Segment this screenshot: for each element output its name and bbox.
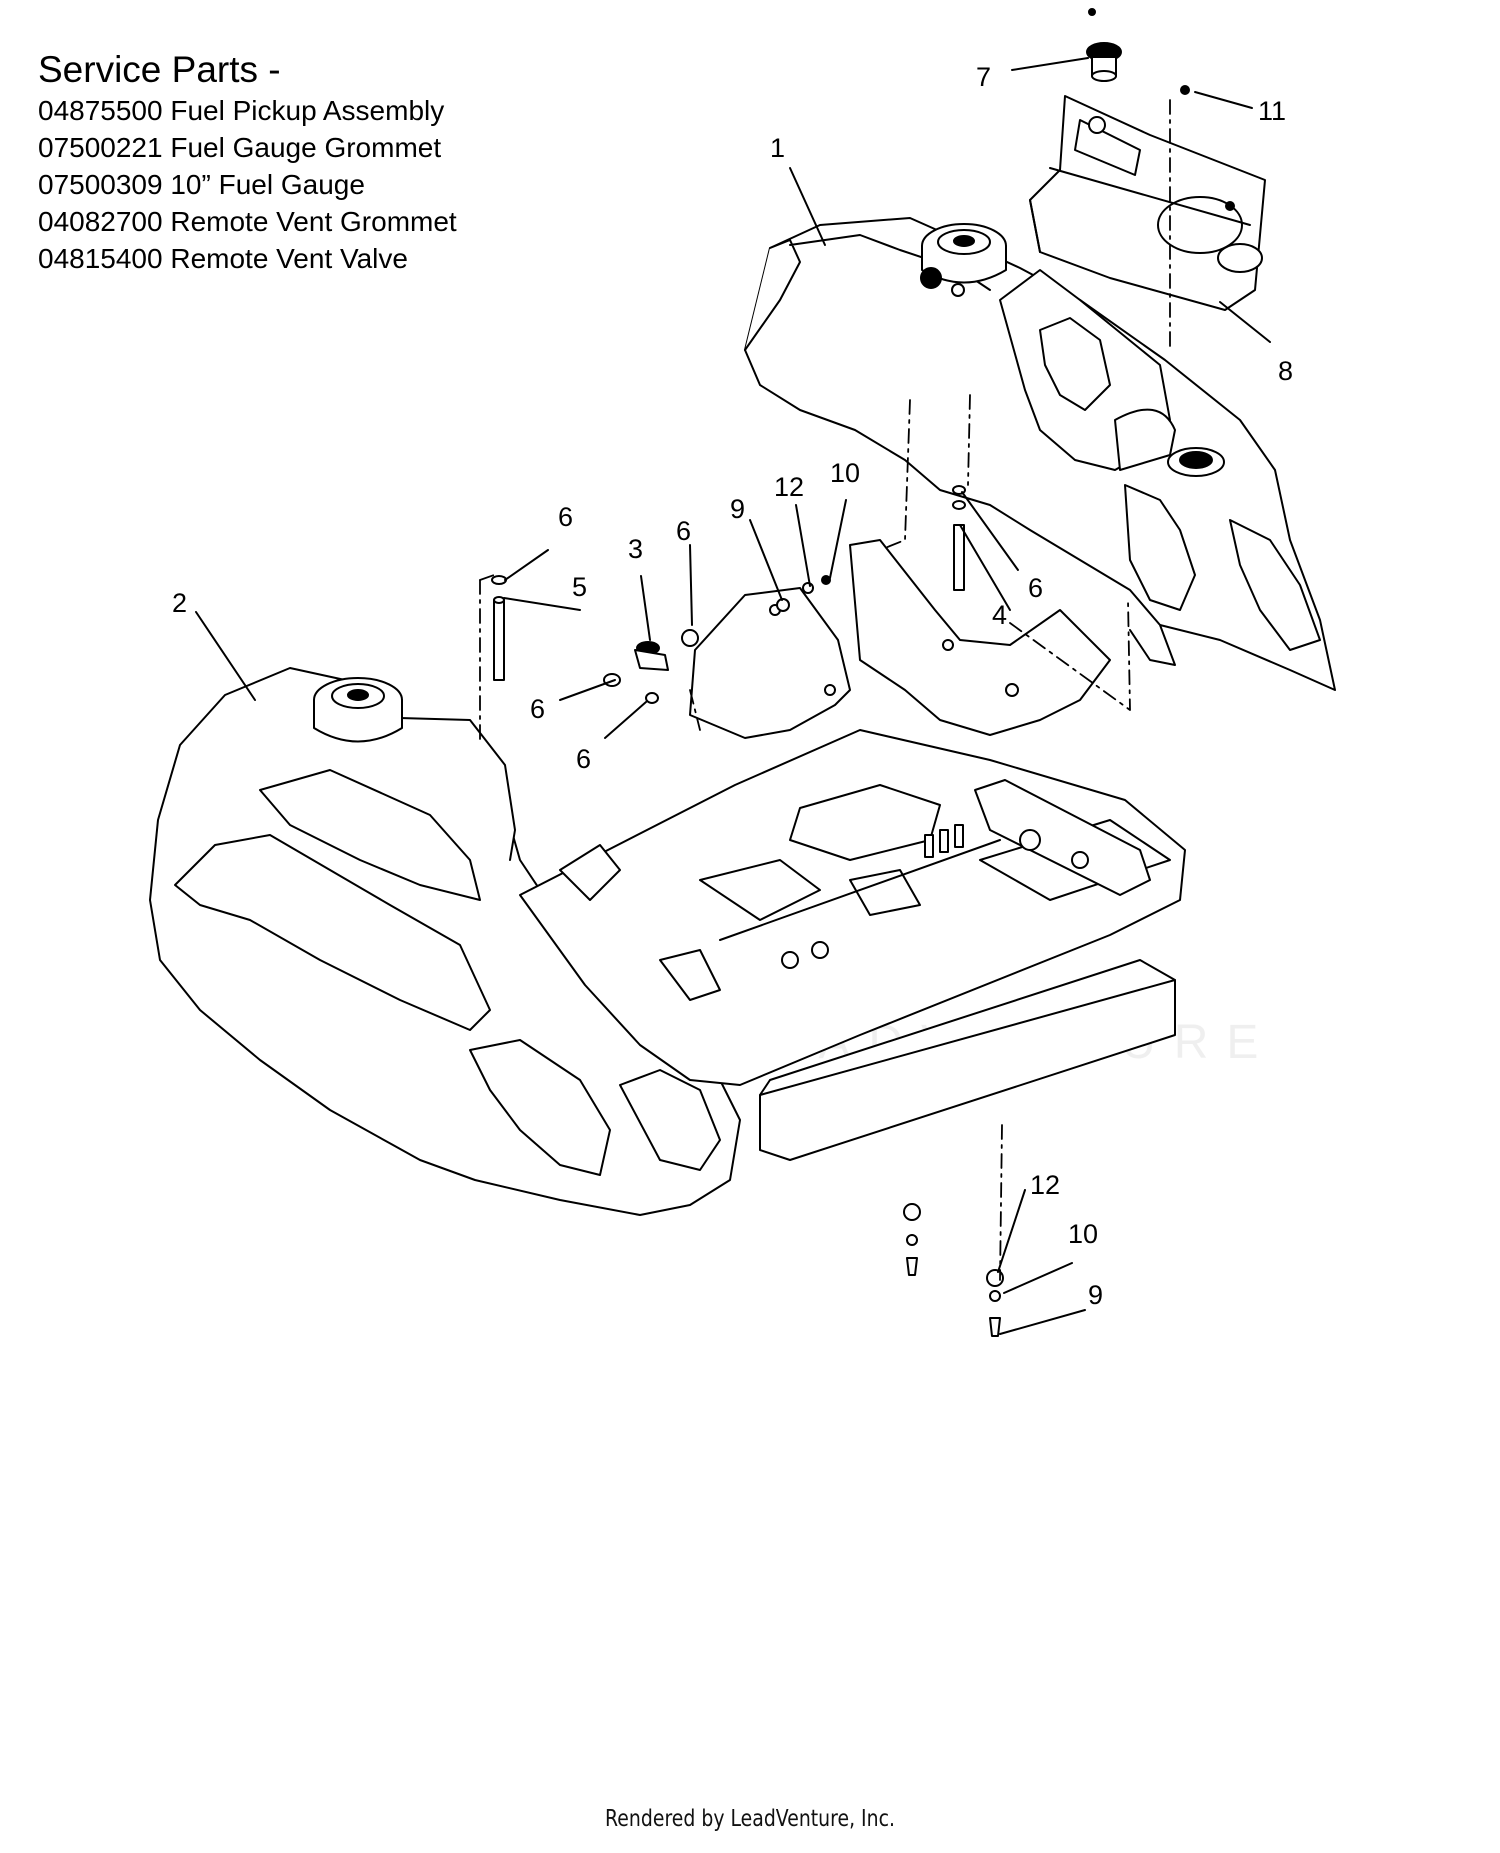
callout-5: 5 xyxy=(572,572,587,602)
service-part-item: 04815400 Remote Vent Valve xyxy=(38,243,408,274)
cover-plate xyxy=(1029,95,1266,311)
service-parts-title: Service Parts - xyxy=(38,49,281,90)
service-part-item: 07500221 Fuel Gauge Grommet xyxy=(38,132,442,163)
hardware xyxy=(491,485,1004,1337)
callout-6: 6 xyxy=(530,694,545,724)
callout-9: 9 xyxy=(730,494,745,524)
fuel-tank-right xyxy=(744,217,1336,691)
callout-10: 10 xyxy=(1068,1219,1098,1249)
callout-6: 6 xyxy=(558,502,573,532)
callout-12: 12 xyxy=(1030,1170,1060,1200)
callout-12: 12 xyxy=(774,472,804,502)
service-part-item: 04082700 Remote Vent Grommet xyxy=(38,206,457,237)
callout-8: 8 xyxy=(1278,356,1293,386)
callout-1: 1 xyxy=(770,133,785,163)
callouts: 1 2 3 4 5 6 6 6 6 6 7 8 9 9 10 10 11 12 … xyxy=(172,62,1293,1310)
callout-10: 10 xyxy=(830,458,860,488)
callout-2: 2 xyxy=(172,588,187,618)
assembly-lines xyxy=(479,99,1171,1281)
callout-3: 3 xyxy=(628,534,643,564)
service-parts-list: Service Parts - 04875500 Fuel Pickup Ass… xyxy=(38,48,457,277)
leader-lines xyxy=(195,57,1271,1335)
callout-6: 6 xyxy=(576,744,591,774)
service-part-item: 07500309 10” Fuel Gauge xyxy=(38,169,365,200)
callout-7: 7 xyxy=(976,62,991,92)
callout-4: 4 xyxy=(992,600,1007,630)
callout-6: 6 xyxy=(1028,573,1043,603)
footer-credit: Rendered by LeadVenture, Inc. xyxy=(605,1806,895,1832)
callout-9: 9 xyxy=(1088,1280,1103,1310)
fuel-pickup-fitting xyxy=(1086,8,1235,211)
callout-11: 11 xyxy=(1258,96,1286,126)
callout-6: 6 xyxy=(676,516,691,546)
frame-assembly xyxy=(519,539,1186,1161)
service-part-item: 04875500 Fuel Pickup Assembly xyxy=(38,95,445,126)
